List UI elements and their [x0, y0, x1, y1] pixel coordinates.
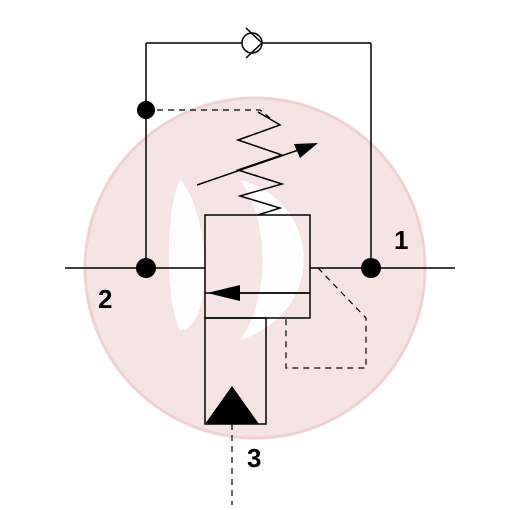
watermark-shape-right [240, 180, 304, 340]
watermark-shape-left [168, 180, 205, 330]
check-valve-ball [241, 32, 263, 54]
adjust-arrow-head [294, 143, 318, 158]
adjust-arrow-line [196, 145, 311, 186]
port-1-label: 1 [394, 225, 409, 255]
pilot-lines [146, 109, 367, 505]
junction-dot-top [137, 101, 155, 119]
pilot-line-top [146, 109, 271, 119]
watermark-logo [83, 96, 427, 440]
pilot-line-drain [285, 267, 367, 369]
junction-dot-port-1 [361, 258, 381, 278]
port-2-label: 2 [98, 284, 113, 314]
junction-dot-port-2 [136, 258, 156, 278]
pilot-triangle-icon [205, 386, 259, 424]
check-valve-seat [245, 27, 264, 59]
check-valve-icon [241, 27, 264, 59]
spring-zigzag [235, 111, 285, 216]
port-3-label: 3 [247, 443, 262, 473]
watermark-disc [85, 98, 425, 438]
flow-arrow-head [207, 285, 240, 301]
schematic-lines [65, 42, 455, 425]
